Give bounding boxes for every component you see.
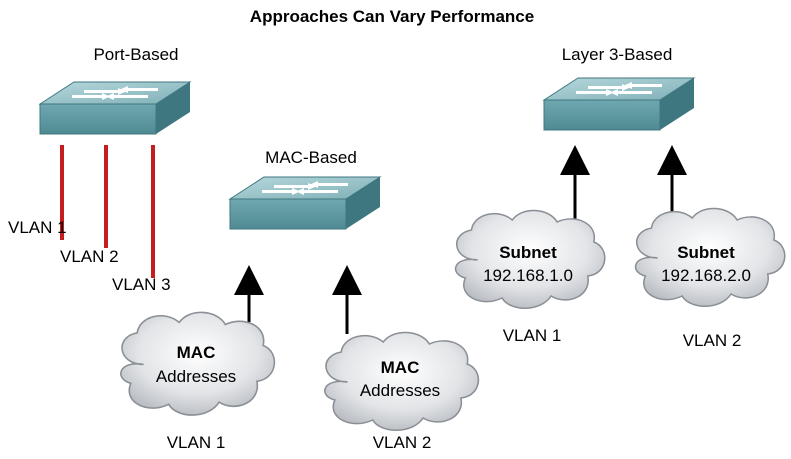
mac-cloud-1-title: MAC (177, 343, 216, 362)
mac-cloud-1-subtitle: Addresses (156, 367, 236, 386)
layer3-based-switch-icon (543, 77, 695, 131)
mac-based-heading: MAC-Based (265, 148, 357, 167)
l3-cloud-2-subtitle: 192.168.2.0 (661, 266, 751, 285)
port-vlan-3-label: VLAN 3 (112, 275, 171, 294)
mac-vlan-2-label: VLAN 2 (373, 433, 432, 452)
layer3-based-heading: Layer 3-Based (562, 45, 673, 64)
port-based-switch-icon (39, 81, 191, 135)
l3-cloud-1-title: Subnet (499, 243, 557, 262)
l3-cloud-1-subtitle: 192.168.1.0 (483, 266, 573, 285)
port-based-heading: Port-Based (93, 45, 178, 64)
port-vlan-2-label: VLAN 2 (60, 247, 119, 266)
mac-based-switch-icon (229, 176, 381, 230)
l3-vlan-2-label: VLAN 2 (683, 331, 742, 350)
l3-cloud-2-title: Subnet (677, 243, 735, 262)
mac-cloud-2-subtitle: Addresses (360, 381, 440, 400)
port-vlan-1-label: VLAN 1 (8, 218, 67, 237)
mac-cloud-1-icon (120, 311, 276, 416)
mac-cloud-2-title: MAC (381, 358, 420, 377)
diagram-title: Approaches Can Vary Performance (250, 7, 534, 26)
port-wire-icons (60, 145, 155, 278)
l3-vlan-1-label: VLAN 1 (503, 326, 562, 345)
mac-vlan-1-label: VLAN 1 (167, 433, 226, 452)
